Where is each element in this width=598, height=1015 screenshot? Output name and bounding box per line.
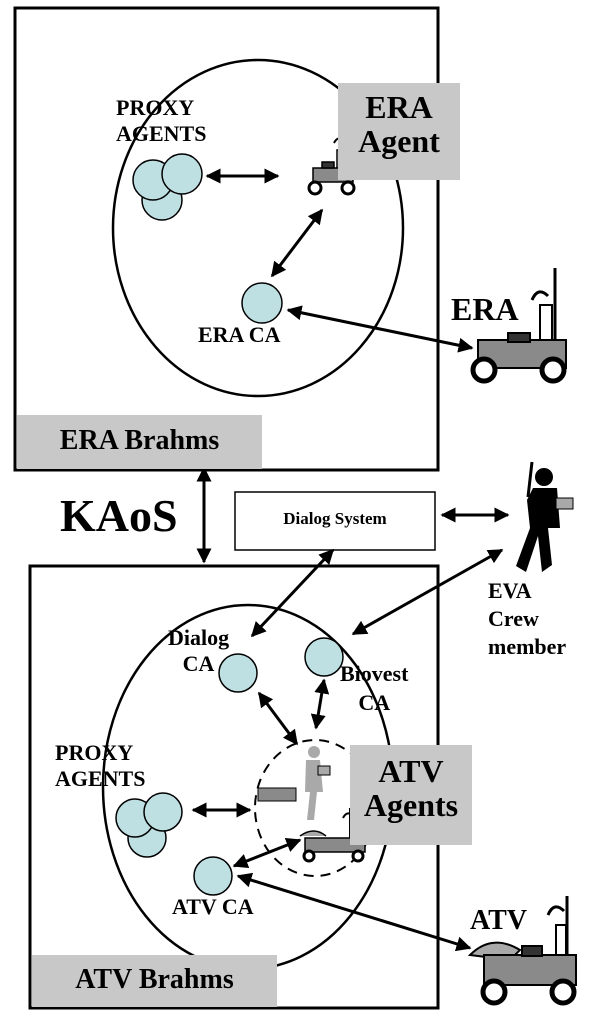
eva-line3: member [488, 634, 567, 660]
dialog-ca-label: Dialog CA [168, 625, 229, 678]
atv-brahms-title: ATV Brahms [75, 964, 234, 995]
atv-proxy-agents-circles [115, 792, 183, 858]
era-proxy-agents-circles [132, 153, 203, 221]
era-ca-label: ERA CA [198, 322, 281, 347]
biovest-ca-circle [304, 637, 344, 677]
dialog-ca-line1: Dialog [168, 625, 230, 650]
atv-proxy-agents-label: PROXY AGENTS [55, 740, 145, 793]
era-agent-label-box: ERA Agent [338, 83, 460, 180]
era-brahms-title-box: ERA Brahms [17, 415, 262, 469]
era-rover-label: ERA [451, 291, 519, 327]
biovest-ca-label: Biovest CA [340, 660, 408, 717]
dialog-ca-line2: CA [182, 651, 215, 677]
atv-brahms-title-box: ATV Brahms [32, 955, 277, 1007]
connection-arrows [191, 168, 510, 952]
era-brahms-ellipse [111, 58, 405, 398]
eva-crew-member-label: EVA Crew member [488, 577, 566, 661]
biovest-ca-line1: Biovest [340, 661, 409, 686]
dialog-system-box [234, 491, 436, 551]
biovest-ca-line2: CA [358, 689, 391, 715]
eva-crew-member-icon [516, 461, 574, 572]
era-brahms-frame [13, 6, 440, 472]
era-proxy-agents-label: PROXY AGENTS [116, 95, 206, 148]
eva-line2: Crew [488, 606, 539, 632]
era-rover-icon [470, 268, 567, 384]
dialog-ca-circle [218, 653, 258, 693]
atv-agent-person-icon [305, 746, 331, 820]
atv-rover-icon [467, 896, 577, 1006]
atv-agents-label-box: ATV Agents [350, 745, 472, 845]
atv-proxy-line1: PROXY [55, 740, 134, 765]
atv-ca-label: ATV CA [172, 894, 254, 919]
kaos-label: KAoS [60, 490, 178, 541]
era-agent-line1: ERA [365, 89, 433, 125]
era-proxy-line1: PROXY [116, 95, 195, 120]
era-proxy-line2: AGENTS [116, 121, 207, 147]
era-ca-circle [241, 282, 283, 324]
eva-line1: EVA [488, 578, 532, 603]
atv-ca-circle [193, 856, 233, 896]
atv-agents-line2: Agents [363, 786, 459, 823]
atv-agents-line1: ATV [378, 753, 444, 789]
dialog-system-label: Dialog System [283, 509, 387, 528]
atv-rover-label: ATV [470, 905, 528, 936]
era-brahms-title: ERA Brahms [59, 425, 220, 456]
era-agent-line2: Agent [358, 122, 440, 159]
atv-proxy-line2: AGENTS [55, 766, 146, 792]
atv-agent-side-panel [257, 787, 297, 802]
